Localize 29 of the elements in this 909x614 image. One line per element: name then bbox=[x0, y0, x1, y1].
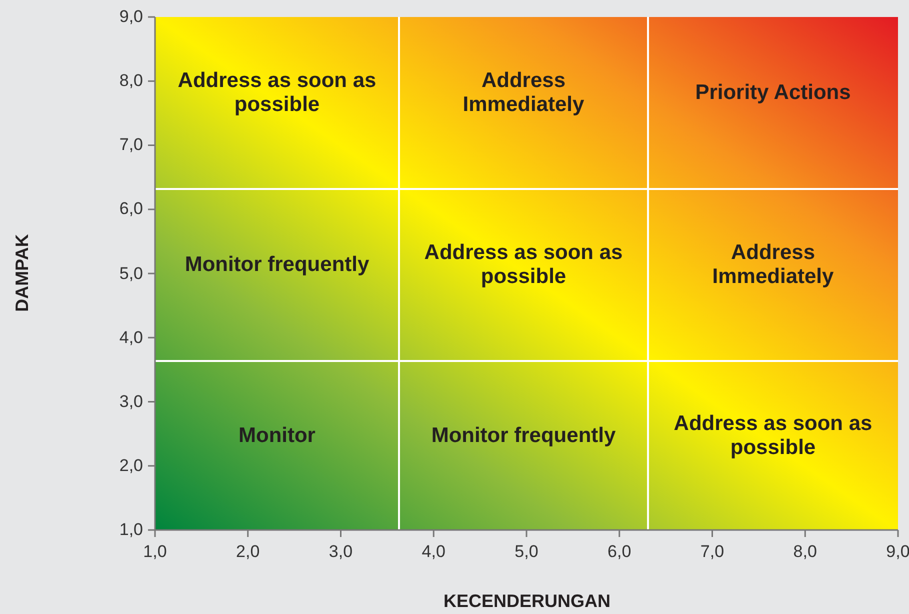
tick-label: 2,0 bbox=[119, 456, 143, 476]
tick-label: 5,0 bbox=[514, 542, 540, 562]
tick-label: 4,0 bbox=[119, 328, 143, 348]
tick-label: 9,0 bbox=[119, 7, 143, 27]
tick-label: 3,0 bbox=[328, 542, 354, 562]
cell-label: Address as soon as possible bbox=[424, 241, 624, 289]
tick-label: 1,0 bbox=[119, 520, 143, 540]
cell-label: Monitor bbox=[238, 424, 316, 448]
tick-label: 8,0 bbox=[119, 71, 143, 92]
cell-label: Priority Actions bbox=[695, 81, 851, 105]
tick-label: 6,0 bbox=[119, 199, 143, 220]
tick-label: 7,0 bbox=[119, 135, 143, 156]
tick-label: 2,0 bbox=[235, 542, 261, 562]
axis-title: DAMPAK bbox=[11, 233, 33, 314]
tick-label: 9,0 bbox=[885, 542, 909, 562]
cell-label: Address Immediately bbox=[711, 241, 835, 289]
tick-label: 5,0 bbox=[119, 264, 143, 284]
tick-label: 4,0 bbox=[420, 542, 446, 562]
tick-label: 6,0 bbox=[606, 542, 632, 562]
cell-label: Address Immediately bbox=[462, 69, 586, 117]
tick-label: 7,0 bbox=[699, 542, 726, 562]
axis-title: KECENDERUNGAN bbox=[442, 590, 612, 612]
tick-label: 3,0 bbox=[119, 392, 143, 412]
cell-label: Monitor frequently bbox=[184, 253, 370, 277]
cell-label: Address as soon as possible bbox=[673, 412, 873, 460]
cell-label: Address as soon as possible bbox=[177, 69, 377, 117]
cell-label: Monitor frequently bbox=[431, 424, 616, 448]
tick-label: 1,0 bbox=[142, 542, 168, 562]
tick-label: 8,0 bbox=[792, 542, 818, 562]
